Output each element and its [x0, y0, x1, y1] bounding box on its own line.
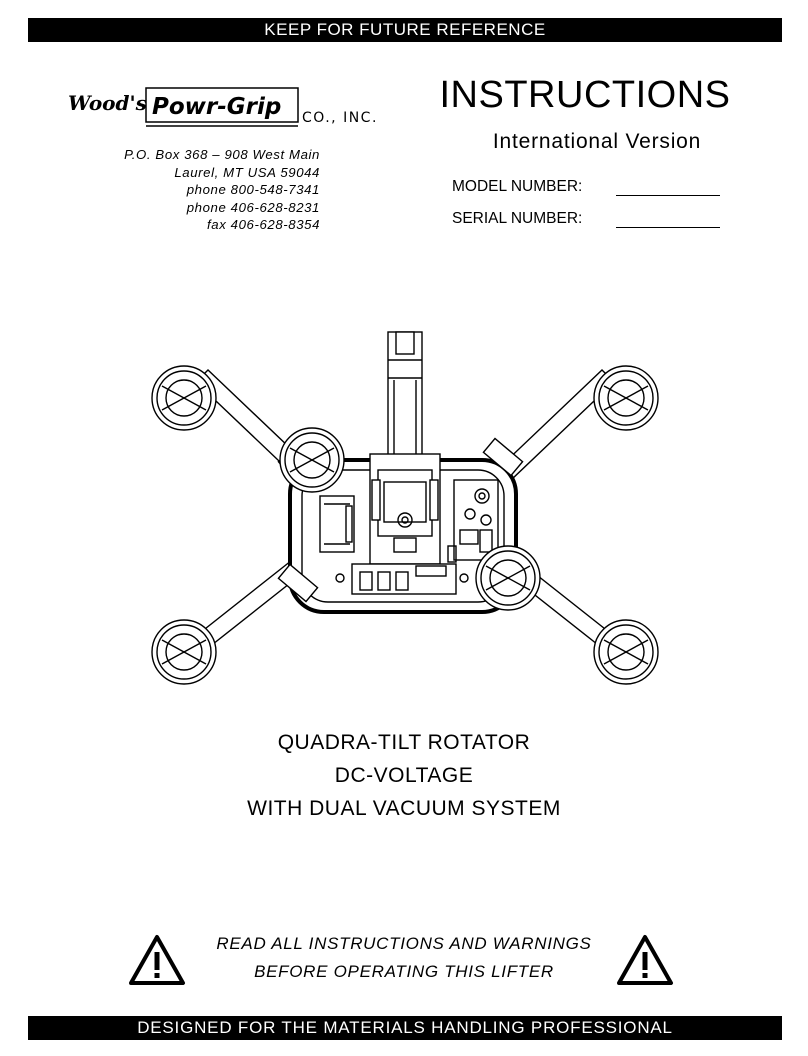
vacuum-pad — [151, 619, 217, 685]
page-title: INSTRUCTIONS — [439, 74, 731, 116]
vacuum-pad — [151, 365, 217, 431]
warning-triangle-icon — [617, 935, 673, 985]
company-address: P.O. Box 368 – 908 West Main Laurel, MT … — [70, 146, 320, 234]
warning-line-1: READ ALL INSTRUCTIONS AND WARNINGS — [216, 934, 592, 953]
product-line-2: DC-VOLTAGE — [334, 764, 474, 787]
model-number-blank — [616, 181, 720, 196]
vacuum-pad — [475, 545, 541, 611]
model-number-row: MODEL NUMBER: — [452, 178, 720, 196]
logo-suffix-text: CO., INC. — [302, 110, 378, 126]
product-line-1: QUADRA-TILT ROTATOR — [277, 731, 531, 754]
serial-number-row: SERIAL NUMBER: — [452, 210, 720, 228]
warning-triangle-icon — [129, 935, 185, 985]
address-line: P.O. Box 368 – 908 West Main — [124, 147, 320, 162]
vacuum-pads — [151, 365, 659, 685]
top-banner: KEEP FOR FUTURE REFERENCE — [28, 18, 782, 42]
lifter-drawing — [151, 331, 659, 685]
page-subtitle: International Version — [492, 130, 702, 153]
serial-number-label: SERIAL NUMBER: — [452, 210, 583, 227]
warning-line-2: BEFORE OPERATING THIS LIFTER — [254, 962, 554, 981]
model-number-label: MODEL NUMBER: — [452, 178, 583, 195]
product-line-3: WITH DUAL VACUUM SYSTEM — [247, 797, 561, 820]
company-logo: Wood's Powr-Grip CO., INC. — [68, 87, 378, 127]
address-line: fax 406-628-8354 — [207, 217, 320, 232]
vacuum-pad — [593, 365, 659, 431]
bottom-banner: DESIGNED FOR THE MATERIALS HANDLING PROF… — [28, 1016, 782, 1040]
serial-number-blank — [616, 213, 720, 228]
vacuum-pad — [593, 619, 659, 685]
address-line: phone 406-628-8231 — [186, 199, 320, 215]
vacuum-pad — [279, 427, 345, 493]
logo-script-text: Wood's — [68, 91, 147, 115]
address-line: phone 800-548-7341 — [186, 182, 320, 197]
address-line: Laurel, MT USA 59044 — [174, 164, 320, 180]
logo-brand-text: Powr-Grip — [152, 94, 281, 120]
